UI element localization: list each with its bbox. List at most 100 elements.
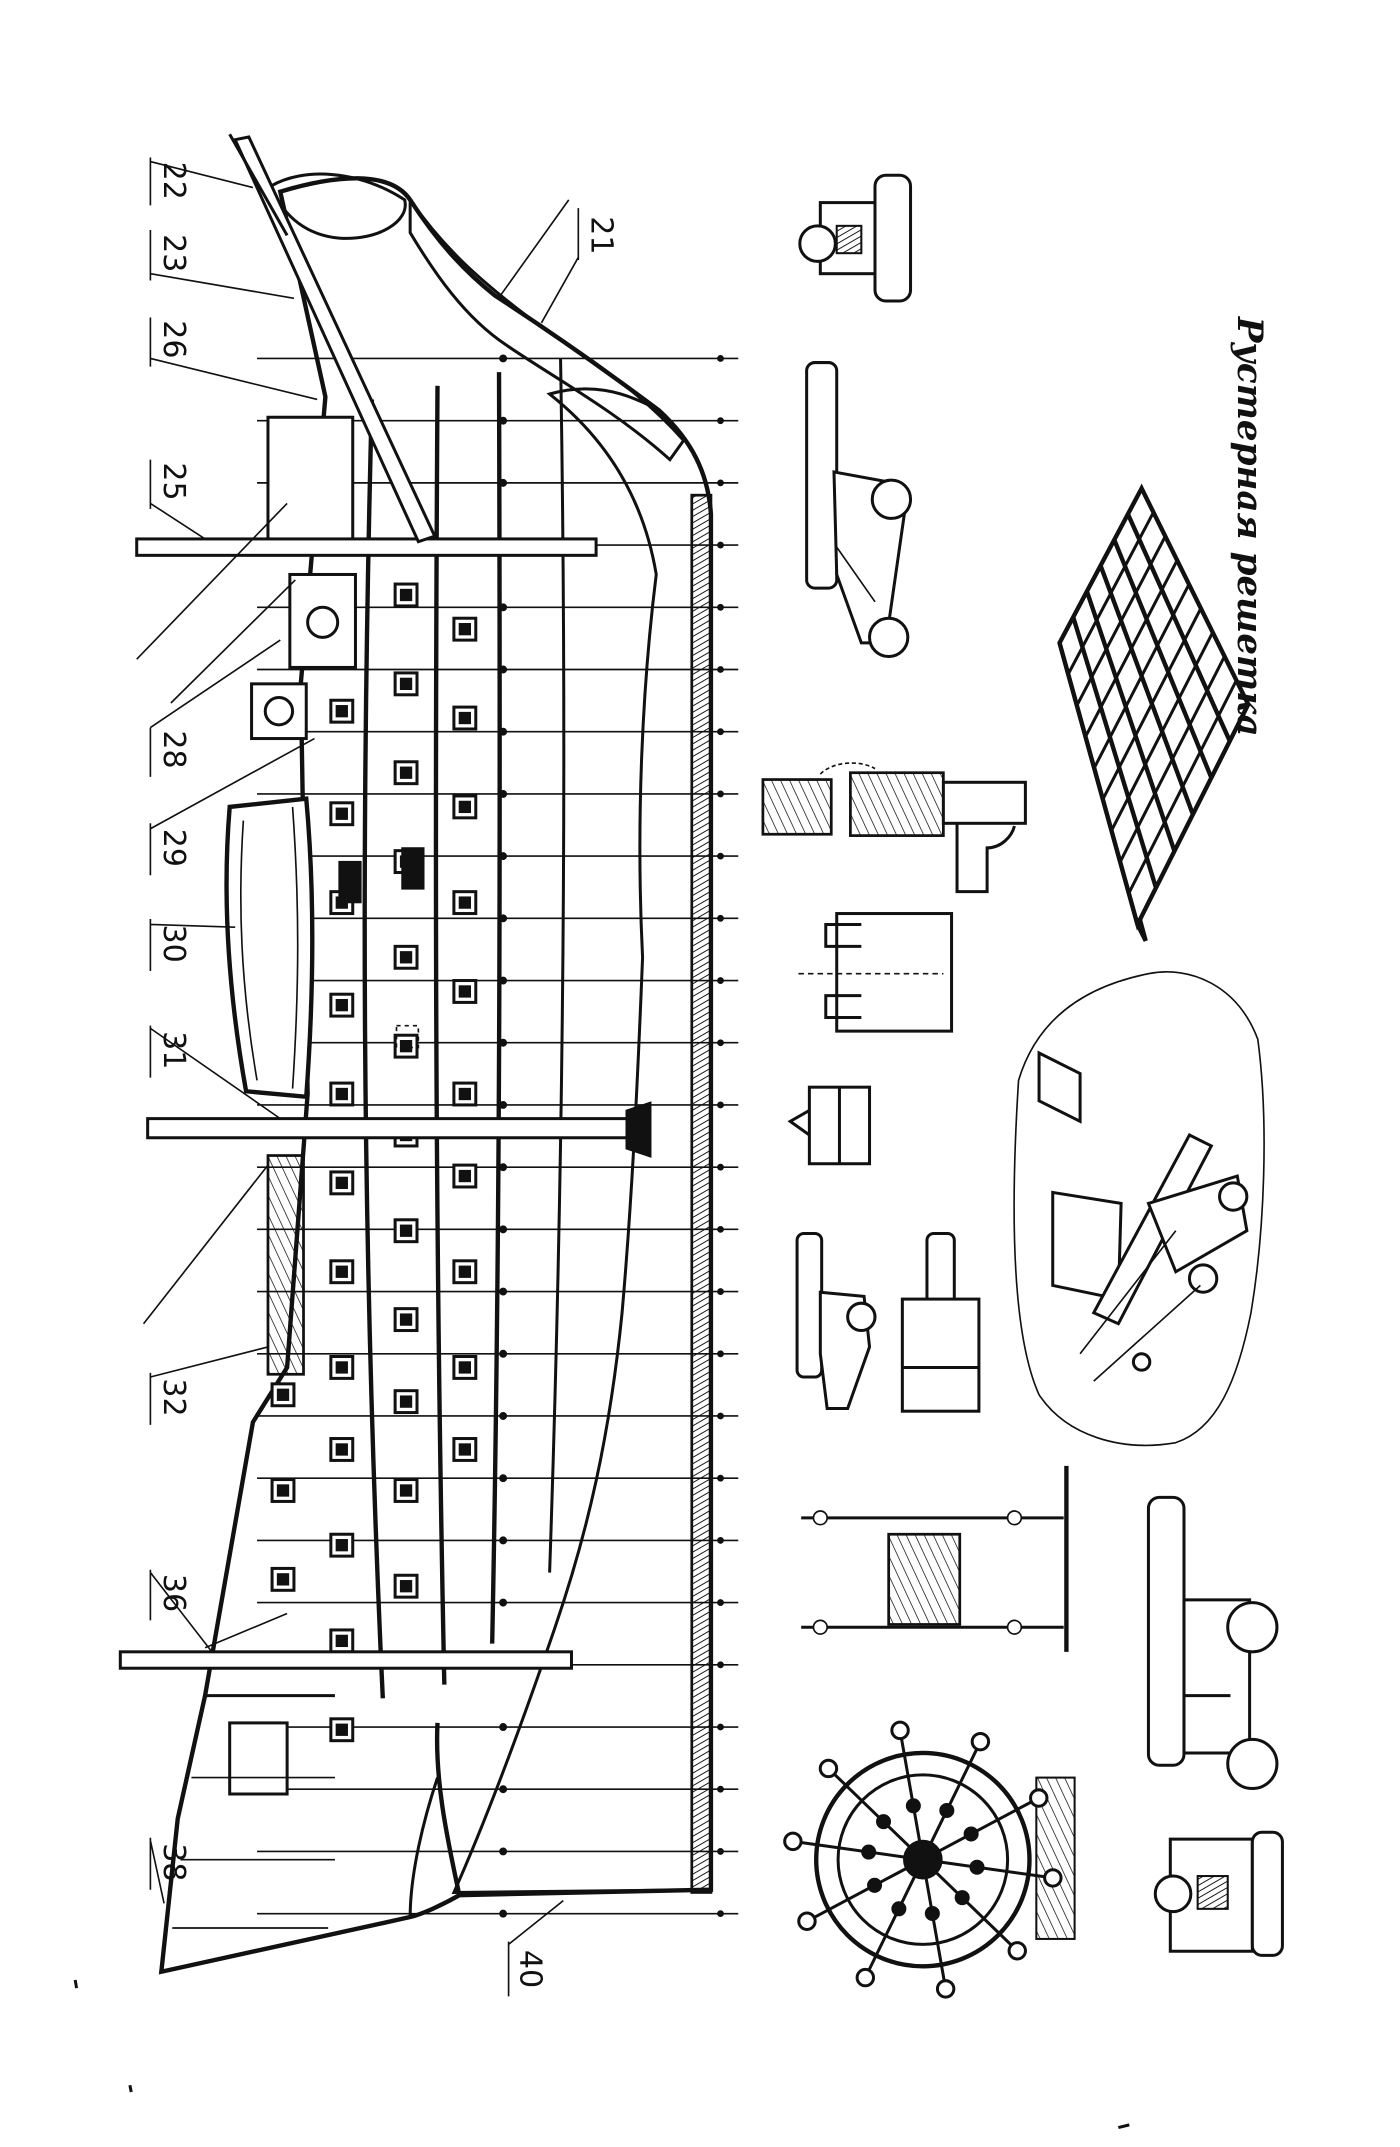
callout-leader [149,1025,281,1120]
carronade-bottom-block [1196,1875,1229,1910]
gun-deck-vignette [1013,971,1265,1447]
capstan-pawl-1 [812,1510,828,1526]
scan-speck [1117,2123,1130,2130]
gun-pair [795,1231,981,1413]
forecastle-bulkhead [266,415,355,545]
gun-port-muzzle [335,1176,348,1190]
mizzen-stay [204,1612,288,1649]
frame-bolt [499,478,508,487]
fitting-chain [819,762,876,775]
cleat-loop-upper [824,922,862,948]
wheel-spoke [833,1773,911,1848]
wheel-handle [783,1831,803,1852]
wheel-handle [1043,1868,1063,1888]
grating-ledge [1110,631,1215,832]
station-tick [717,1163,724,1171]
callout-leader [149,157,254,206]
frame-bolt [499,1038,508,1047]
gun-port-muzzle [335,1361,348,1374]
deck-grating [1057,483,1251,942]
callout-leader [499,199,580,324]
gun-port-muzzle [399,1580,413,1593]
frame-bolt [499,727,508,736]
gun-port-muzzle [458,896,471,909]
fitting-block-right [849,771,945,837]
belfry [288,572,357,669]
gun-wheel-rear [868,616,910,659]
scan-specks [73,1979,1130,2130]
wale-1 [362,399,385,1699]
gun-port-muzzle [399,1040,413,1053]
forecastle-structures [250,415,425,1049]
callout-25: 25 [149,459,206,540]
station-tick [717,666,724,673]
ship-side-elevation [118,133,739,1975]
callout-number: 31 [156,1031,191,1069]
scan-speck [128,2084,133,2093]
gun-port-muzzle [399,1395,413,1408]
gun-port-muzzle [276,1484,290,1497]
long-gun-on-carriage [805,361,913,659]
fitting-block-left [761,778,833,836]
grating-caption: Рустерная решетка [1229,316,1269,737]
foremast [135,537,598,557]
wheel-spoke-turning [963,1826,979,1842]
callout-number: 40 [513,1950,548,1988]
vignette-wheel-2 [1187,1263,1219,1294]
wheel-handle [890,1720,910,1741]
frame-bolt [499,1225,508,1234]
gun-port-muzzle [458,623,471,636]
gun-port-muzzle [335,1443,348,1456]
station-tick [717,541,724,549]
callout-leader [149,317,318,401]
grating-ledge [1075,535,1167,707]
mainmast-step [625,1101,652,1158]
small-block [787,1085,872,1166]
cleat-plate [798,912,954,1033]
wales [362,358,566,1699]
wheel-spoke [935,1871,1013,1947]
gun-port-muzzle [335,1723,348,1736]
hatch-coaming [395,1024,420,1049]
capstan-pawl-4 [1006,1619,1023,1635]
gun-port-muzzle [335,998,348,1012]
gun-port-muzzle [335,807,348,820]
station-tick [717,479,724,487]
grating-ledge [1127,679,1238,894]
cannon-carriage [1182,1598,1252,1755]
wheel-spoke [929,1748,979,1844]
cannon-barrel [1146,1495,1186,1767]
gun-port-muzzle [399,766,413,779]
grating-batten [1098,564,1195,816]
station-tick [717,1848,724,1855]
frame-bolt [499,1474,508,1483]
wheel-spoke [800,1841,905,1859]
capstan-main [401,847,425,890]
wheel-spoke [924,1878,946,1982]
grating-ledge [1092,583,1191,769]
wheel-rim-inner [836,1773,1010,1946]
wheel-spoke [900,1738,922,1842]
gun-port-muzzle [399,1484,413,1497]
wale-3 [490,372,502,1644]
gun-barrel-left [795,1231,824,1379]
callout-38: 38 [149,1837,191,1904]
block-knob [787,1109,811,1137]
wheel-handle [818,1758,839,1779]
vignette-ring [1131,1352,1152,1372]
callout-number: 36 [156,1574,191,1612]
wheel-spoke-turning [954,1890,970,1906]
gun-port-muzzle [399,1313,413,1326]
boat-hull [224,796,315,1100]
station-tick [717,1225,724,1233]
callout-number: 25 [156,462,191,500]
gun-port-muzzle [335,1265,348,1278]
frame-bolt [499,416,508,425]
grating-ledge [1118,655,1226,863]
carronade-wheel [798,224,837,263]
frame-bolt [499,1163,508,1172]
callout-number: 29 [156,829,191,867]
wheel-handle [935,1979,956,1999]
gun-port-muzzle [458,800,471,814]
